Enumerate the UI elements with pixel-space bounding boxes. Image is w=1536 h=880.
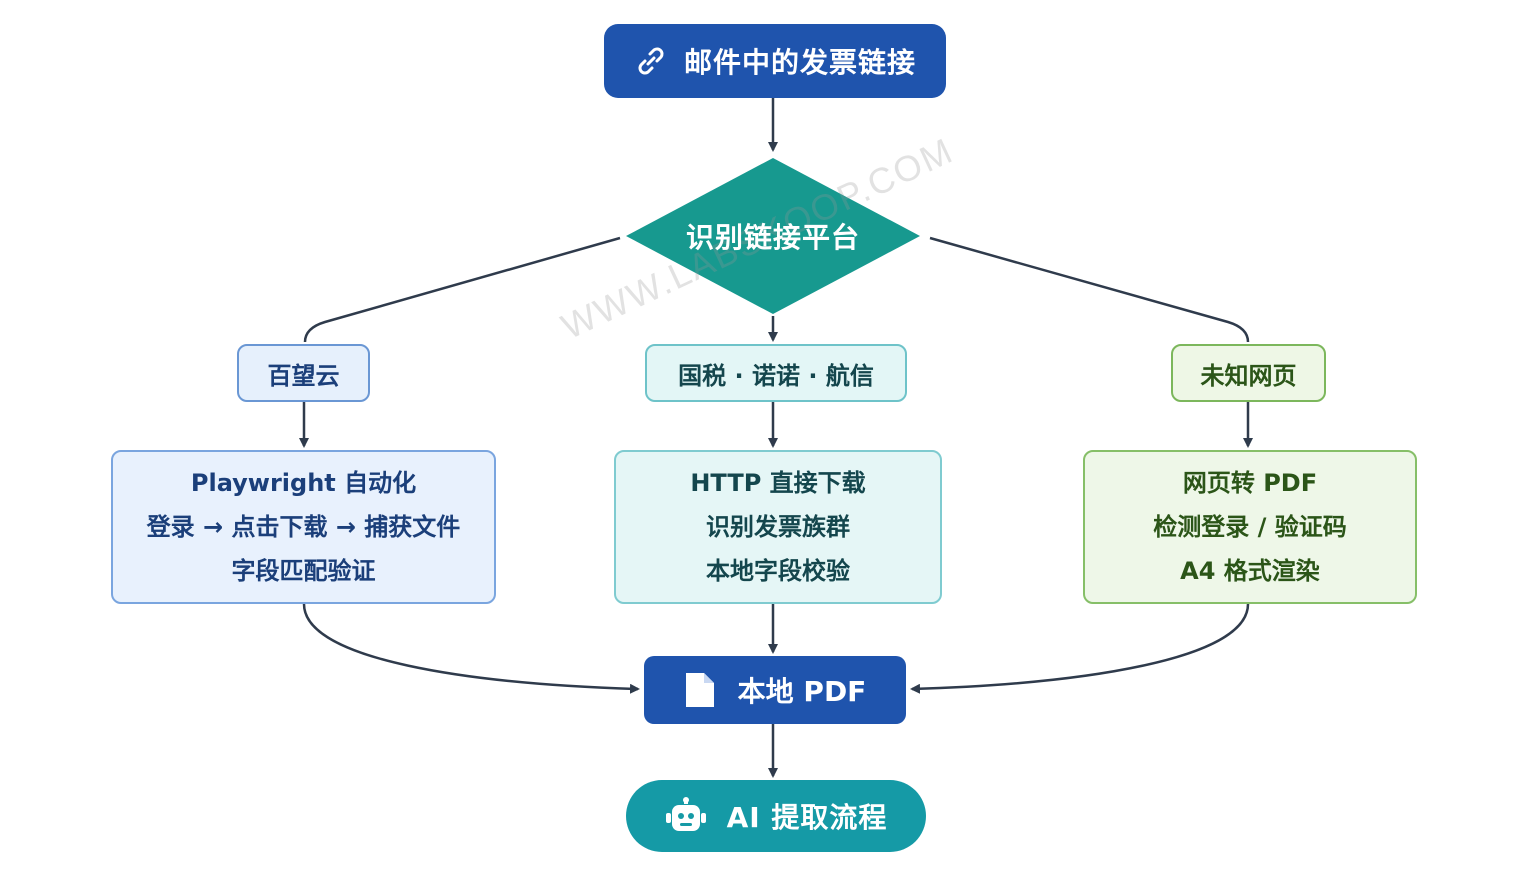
arrow-left-detail-to-pdf <box>302 603 640 694</box>
detail-line: 识别发票族群 <box>706 513 850 541</box>
detail-unknown-page: 网页转 PDF 检测登录 / 验证码 A4 格式渲染 <box>1083 450 1417 604</box>
decision-label: 识别链接平台 <box>685 221 860 254</box>
decision-diamond <box>626 158 920 314</box>
link-icon <box>638 47 664 75</box>
detail-baiwang: Playwright 自动化 登录 → 点击下载 → 捕获文件 字段匹配验证 <box>111 450 496 604</box>
detail-line: A4 格式渲染 <box>1180 557 1320 585</box>
connector-lines <box>299 98 1253 778</box>
robot-icon <box>665 797 706 831</box>
detail-line: 字段匹配验证 <box>231 557 376 585</box>
arrow-right-detail-to-pdf <box>910 603 1250 694</box>
line-decision-to-left <box>303 236 621 343</box>
final-node: AI 提取流程 <box>626 780 926 852</box>
final-label: AI 提取流程 <box>726 801 888 834</box>
line-decision-to-right <box>929 236 1250 343</box>
detail-line: Playwright 自动化 <box>190 469 417 497</box>
source-node: 邮件中的发票链接 <box>604 24 946 98</box>
detail-line: 网页转 PDF <box>1182 469 1318 497</box>
detail-line: 登录 → 点击下载 → 捕获文件 <box>146 513 461 541</box>
branch-baiwang: 百望云 <box>237 344 370 402</box>
source-label: 邮件中的发票链接 <box>683 46 916 79</box>
merge-node: 本地 PDF <box>644 656 906 724</box>
branch-unknown-page: 未知网页 <box>1171 344 1326 402</box>
detail-line: 本地字段校验 <box>706 557 850 585</box>
detail-tax-nuonuo-hangxin: HTTP 直接下载 识别发票族群 本地字段校验 <box>614 450 942 604</box>
detail-line: 检测登录 / 验证码 <box>1153 513 1347 541</box>
document-icon <box>685 673 714 707</box>
merge-label: 本地 PDF <box>737 675 867 708</box>
detail-line: HTTP 直接下载 <box>690 469 866 497</box>
branch-tax-nuonuo-hangxin: 国税 · 诺诺 · 航信 <box>645 344 907 402</box>
